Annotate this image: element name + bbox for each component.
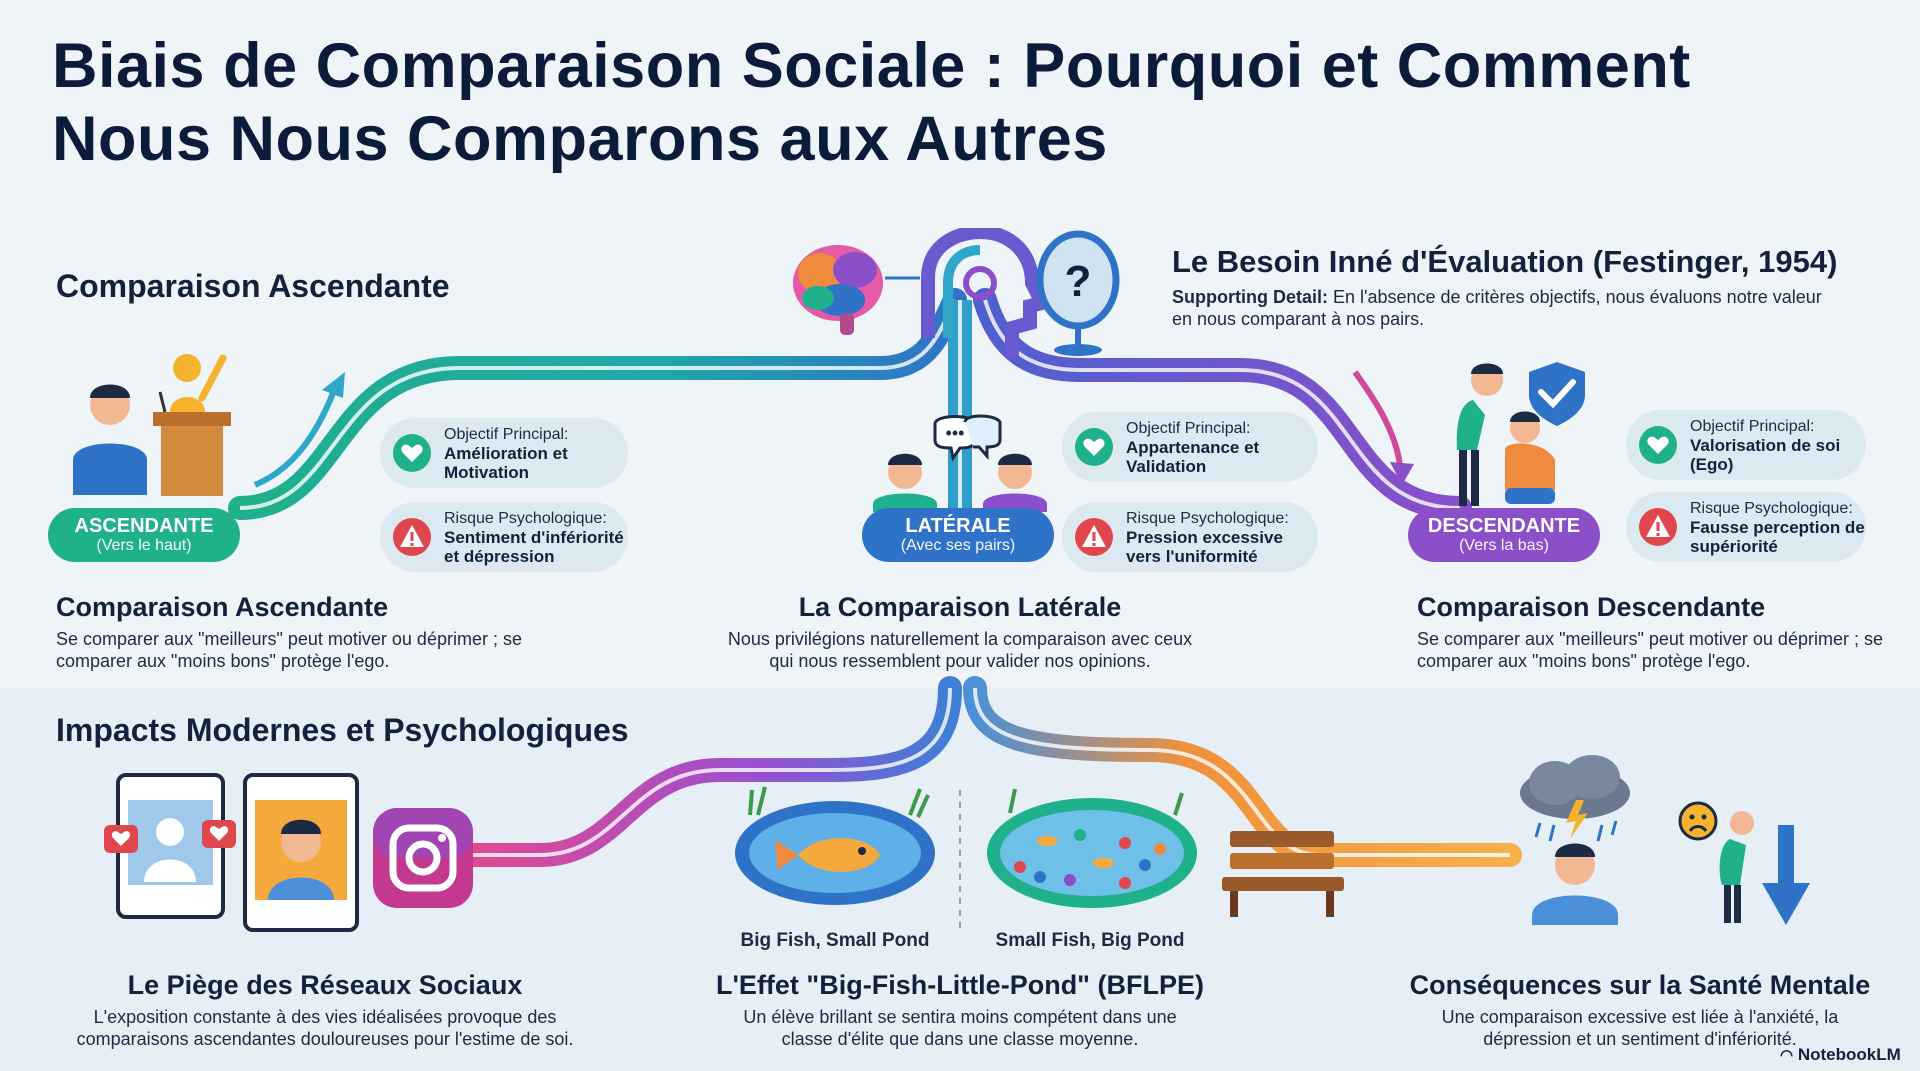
descendante-risk-card: Risque Psychologique: Fausse perception …: [1626, 492, 1866, 562]
small-pond-icon: [735, 786, 935, 905]
brain-icon: [793, 245, 883, 335]
descendante-pill-sub: (Vers la bas): [1459, 537, 1549, 554]
impacts-heading: Impacts Modernes et Psychologiques: [56, 712, 629, 748]
center-illustration: ?: [793, 228, 1120, 358]
descendante-pill-main: DESCENDANTE: [1427, 515, 1581, 537]
descendante-risk-value: Fausse perception de supériorité: [1690, 517, 1865, 556]
laterale-risk-card: Risque Psychologique: Pression excessive…: [1062, 502, 1318, 572]
bflpe-caption-right: Small Fish, Big Pond: [995, 930, 1185, 951]
heart-icon: [1075, 428, 1113, 466]
bflpe-heading: L'Effet "Big-Fish-Little-Pond" (BFLPE): [716, 970, 1204, 1000]
ascendante-heading: Comparaison Ascendante: [56, 592, 389, 622]
shield-check-icon: [1529, 362, 1585, 426]
laterale-objective-label: Objectif Principal:: [1126, 419, 1251, 437]
laterale-objective-card: Objectif Principal: Appartenance et Vali…: [1062, 412, 1318, 482]
warning-icon: [393, 518, 431, 556]
descendante-objective-label: Objectif Principal:: [1690, 417, 1815, 435]
bflpe-caption-left: Big Fish, Small Pond: [740, 930, 930, 951]
social-text: L'exposition constante à des vies idéali…: [76, 1007, 574, 1049]
laterale-objective-value: Appartenance et Validation: [1126, 437, 1260, 476]
like-bubble-icon: [104, 825, 138, 853]
social-heading: Le Piège des Réseaux Sociaux: [127, 970, 523, 1000]
bflpe-text: Un élève brillant se sentira moins compé…: [743, 1007, 1177, 1049]
laterale-pill-sub: (Avec ses pairs): [900, 537, 1016, 554]
ascendante-risk-label: Risque Psychologique:: [444, 509, 607, 527]
instagram-icon: [373, 808, 473, 908]
social-media-illustration: [104, 773, 473, 932]
mental-text: Une comparaison excessive est liée à l'a…: [1441, 1007, 1839, 1049]
podium-illustration: [73, 354, 231, 496]
heart-icon: [1639, 426, 1677, 464]
ponds-illustration: [735, 786, 1197, 908]
head-icon: [921, 228, 1053, 358]
laterale-risk-label: Risque Psychologique:: [1126, 509, 1289, 527]
ascendante-risk-value: Sentiment d'infériorité et dépression: [444, 527, 624, 566]
mirror-icon: ?: [1036, 230, 1120, 356]
descendante-pill: DESCENDANTE (Vers la bas): [1408, 508, 1600, 562]
laterale-heading: La Comparaison Latérale: [798, 592, 1122, 622]
svg-text:?: ?: [1065, 257, 1092, 306]
descendante-objective-value: Valorisation de soi (Ego): [1690, 435, 1841, 474]
big-pond-icon: [987, 788, 1197, 908]
like-bubble-icon: [202, 820, 236, 848]
descendante-text: Se comparer aux "meilleurs" peut motiver…: [1417, 629, 1883, 671]
storm-cloud-icon: [1520, 755, 1630, 842]
festinger-detail: Supporting Detail: En l'absence de critè…: [1172, 286, 1832, 330]
notebooklm-logo-text: NotebookLM: [1797, 1045, 1901, 1064]
notebooklm-logo-icon: ◠: [1780, 1047, 1794, 1064]
laterale-text: Nous privilégions naturellement la compa…: [727, 629, 1193, 671]
ascendante-objective-value: Amélioration et Motivation: [444, 443, 568, 482]
warning-icon: [1639, 508, 1677, 546]
arrow-down-icon: [1762, 825, 1810, 925]
ascendante-objective-card: Objectif Principal: Amélioration et Moti…: [380, 418, 628, 488]
sad-people-illustration: [1456, 362, 1585, 506]
descendante-risk-label: Risque Psychologique:: [1690, 499, 1853, 517]
festinger-detail-label: Supporting Detail:: [1172, 287, 1328, 307]
ascendante-risk-card: Risque Psychologique: Sentiment d'inféri…: [380, 502, 628, 572]
bench-icon: [1222, 831, 1344, 917]
festinger-detail-text: En l'absence de critères objectifs, nous…: [1172, 287, 1822, 329]
ascendante-pill-sub: (Vers le haut): [96, 537, 192, 554]
notebooklm-logo: ◠ NotebookLM: [1780, 1045, 1901, 1065]
descendante-heading: Comparaison Descendante: [1417, 592, 1766, 622]
sad-face-icon: [1678, 801, 1718, 841]
peers-illustration: •••: [873, 414, 1047, 512]
mental-health-illustration: [1520, 755, 1810, 925]
descendante-objective-card: Objectif Principal: Valorisation de soi …: [1626, 410, 1866, 480]
laterale-risk-value: Pression excessive vers l'uniformité: [1126, 527, 1283, 566]
laterale-pill: LATÉRALE (Avec ses pairs): [862, 508, 1054, 562]
ascendante-objective-label: Objectif Principal:: [444, 425, 569, 443]
page-title: Biais de Comparaison Sociale : Pourquoi …: [52, 31, 1691, 174]
mental-heading: Conséquences sur la Santé Mentale: [1409, 970, 1871, 1000]
laterale-pill-main: LATÉRALE: [905, 515, 1011, 537]
ascendante-pill: ASCENDANTE (Vers le haut): [48, 508, 240, 562]
ascendante-pill-main: ASCENDANTE: [74, 515, 214, 537]
ascendante-text: Se comparer aux "meilleurs" peut motiver…: [56, 629, 522, 671]
warning-icon: [1075, 518, 1113, 556]
festinger-heading: Le Besoin Inné d'Évaluation (Festinger, …: [1172, 244, 1838, 279]
heart-icon: [393, 434, 431, 472]
svg-text:•••: •••: [946, 423, 965, 443]
top-section-label: Comparaison Ascendante: [56, 268, 450, 304]
